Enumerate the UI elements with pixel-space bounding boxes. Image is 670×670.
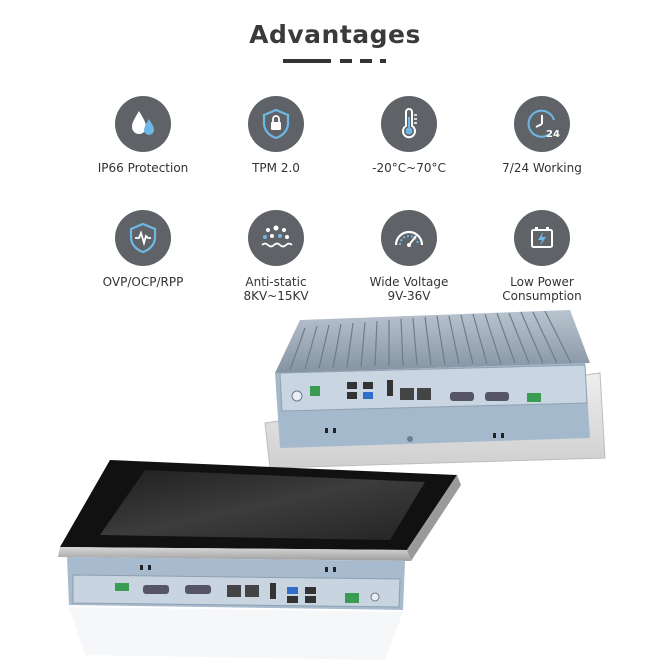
clock-24-icon: 24 bbox=[514, 96, 570, 152]
battery-icon bbox=[514, 210, 570, 266]
shield-lock-icon bbox=[248, 96, 304, 152]
feature-tpm: TPM 2.0 bbox=[211, 96, 341, 175]
svg-text:24: 24 bbox=[546, 129, 560, 140]
feature-247: 24 7/24 Working bbox=[477, 96, 607, 175]
static-dots-icon bbox=[248, 210, 304, 266]
feature-temperature: -20°C~70°C bbox=[344, 96, 474, 175]
feature-label: IP66 Protection bbox=[97, 161, 189, 175]
feature-label: 7/24 Working bbox=[502, 161, 582, 175]
page-title: Advantages bbox=[249, 20, 421, 49]
water-drops-icon bbox=[115, 96, 171, 152]
shield-wave-icon bbox=[115, 210, 171, 266]
thermometer-icon bbox=[381, 96, 437, 152]
feature-label: -20°C~70°C bbox=[372, 161, 446, 175]
feature-ip66: IP66 Protection bbox=[78, 96, 208, 175]
feature-label: TPM 2.0 bbox=[252, 161, 300, 175]
gauge-icon bbox=[381, 210, 437, 266]
panel-pc-front-view bbox=[58, 460, 461, 660]
feature-ovp: OVP/OCP/RPP bbox=[78, 210, 208, 289]
panel-pc-back-view bbox=[264, 310, 606, 469]
feature-label: OVP/OCP/RPP bbox=[102, 275, 184, 289]
